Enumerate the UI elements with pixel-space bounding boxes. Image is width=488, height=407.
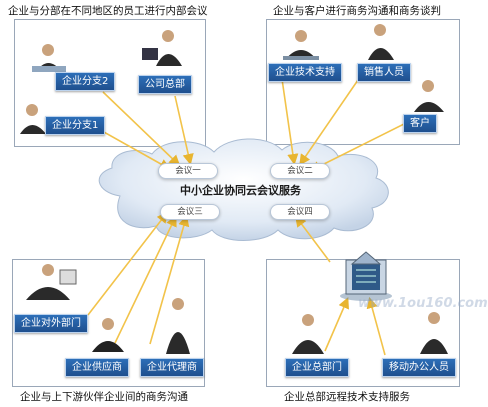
person-icon xyxy=(368,24,394,60)
person-icon xyxy=(292,314,324,354)
node-customer: 客户 xyxy=(403,114,437,133)
person-icon xyxy=(420,312,448,354)
node-branch1: 企业分支1 xyxy=(45,116,106,135)
caption-bottom-left: 企业与上下游伙伴企业间的商务沟通 xyxy=(20,391,188,403)
node-supplier: 企业供应商 xyxy=(65,358,129,377)
watermark: www.1ou160.com xyxy=(358,296,488,311)
node-tech-support: 企业技术支持 xyxy=(268,63,342,82)
node-agent: 企业代理商 xyxy=(140,358,204,377)
meeting-pill-2: 会议二 xyxy=(270,163,330,179)
node-sales: 销售人员 xyxy=(357,63,411,82)
person-icon xyxy=(283,30,319,60)
person-icon xyxy=(20,104,46,134)
person-icon xyxy=(166,298,190,354)
meeting-pill-4: 会议四 xyxy=(270,204,330,220)
person-icon xyxy=(26,264,77,300)
caption-top-left: 企业与分部在不同地区的员工进行内部会议 xyxy=(8,5,208,17)
meeting-pill-1: 会议一 xyxy=(158,163,218,179)
diagram-graphics xyxy=(20,24,448,356)
node-hq: 公司总部 xyxy=(138,75,192,94)
person-icons xyxy=(20,24,448,354)
meeting-pill-3: 会议三 xyxy=(160,204,220,220)
node-hq-dept: 企业总部门 xyxy=(285,358,349,377)
connection-arrows xyxy=(87,78,411,356)
person-icon xyxy=(32,44,66,72)
node-external-dept: 企业对外部门 xyxy=(14,314,88,333)
node-branch2: 企业分支2 xyxy=(55,72,116,91)
person-icon xyxy=(92,318,124,352)
person-icon xyxy=(142,30,182,66)
node-mobile-staff: 移动办公人员 xyxy=(382,358,456,377)
caption-bottom-right: 企业总部远程技术支持服务 xyxy=(284,391,410,403)
person-icon xyxy=(414,80,444,112)
caption-top-right: 企业与客户进行商务沟通和商务谈判 xyxy=(273,5,441,17)
cloud-title: 中小企业协同云会议服务 xyxy=(180,184,301,197)
server-tower-icon xyxy=(340,251,392,301)
